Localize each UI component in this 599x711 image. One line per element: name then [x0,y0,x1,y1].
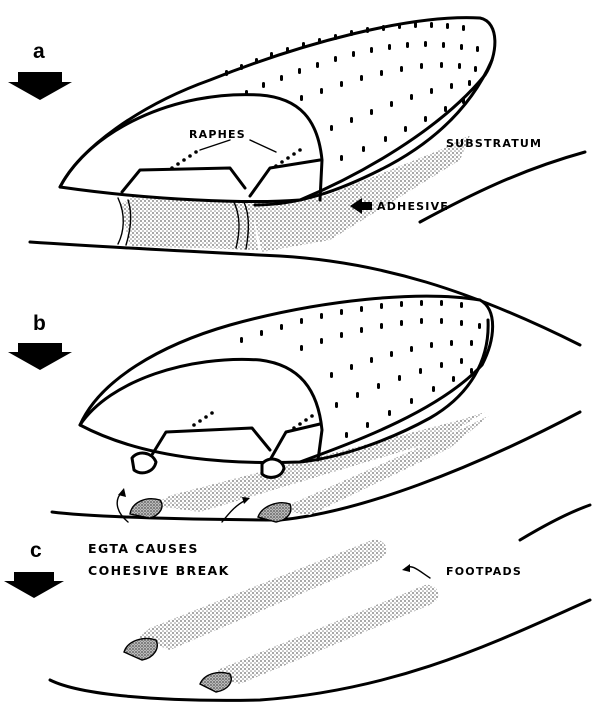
down-arrow-icon [8,72,72,100]
panel-c-letter: c [30,539,42,562]
panel-b: b [8,296,580,578]
raphes-label: RAPHES [189,128,246,141]
pointer-arrowhead-icon [242,497,250,504]
egta-label-line-1: EGTA CAUSES [88,541,199,556]
panel-a: a [8,18,585,345]
panel-c: c FOOTPADS [4,505,590,700]
pointer-arrowhead-icon [402,564,410,572]
adhesive-label: ADHESIVE [377,200,449,213]
raphe-stump-left-b [132,453,156,473]
footpad-b-left [130,499,162,518]
down-arrow-icon [8,343,72,370]
footpads-label: FOOTPADS [446,565,522,578]
raphe-stump-right-b [262,459,284,477]
substratum-edge-c [520,505,590,540]
panel-a-letter: a [33,40,45,63]
panel-b-letter: b [33,312,46,335]
footpad-c-upper [124,639,157,661]
substratum-label: SUBSTRATUM [446,137,542,150]
down-arrow-icon [4,572,64,598]
egta-label-line-2: COHESIVE BREAK [88,563,230,578]
footpad-c-lower [200,672,231,692]
